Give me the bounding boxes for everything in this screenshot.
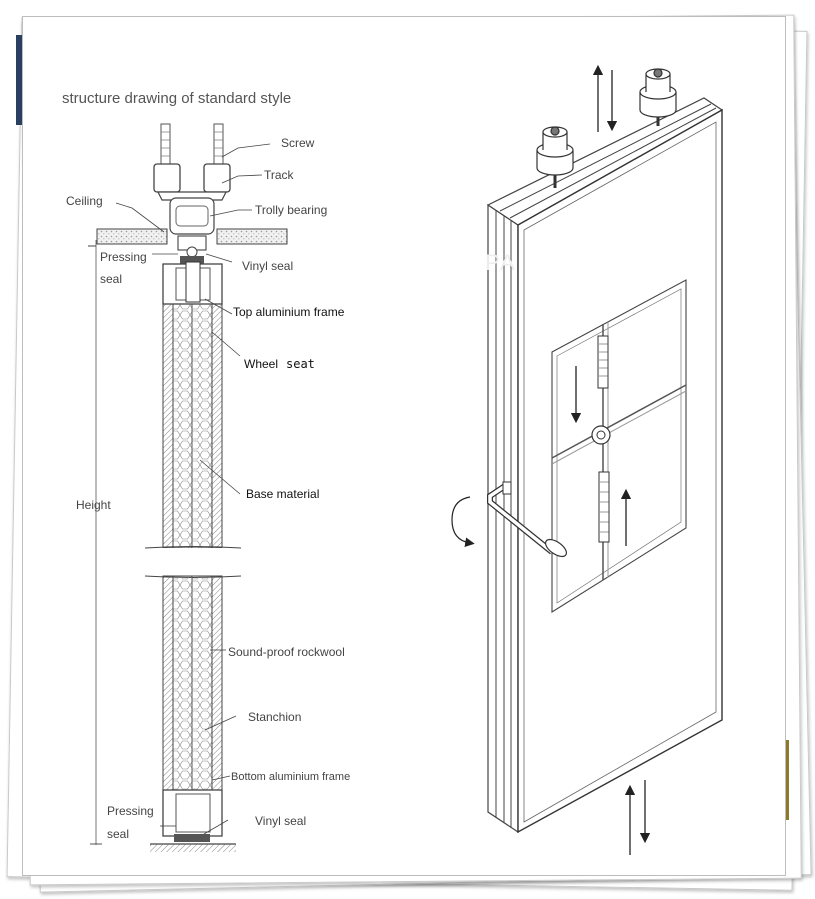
label-base-material: Base material — [246, 487, 319, 501]
arrow-up-down-icon — [592, 64, 618, 132]
label-pressing-seal-top: seal — [100, 272, 122, 286]
leader-lines — [115, 143, 271, 835]
cross-section — [88, 123, 288, 852]
arrow-up-down-icon — [624, 780, 651, 855]
label-height: Height — [76, 498, 111, 512]
label-sound-proof-rockwool: Sound-proof rockwool — [228, 645, 345, 659]
label-stanchion: Stanchion — [248, 710, 301, 724]
label-wheel-seat: Wheel — [244, 357, 278, 371]
label-vinyl-seal-bottom: Vinyl seal — [255, 814, 306, 828]
drawing-title: structure drawing of standard style — [62, 90, 291, 107]
label-vinyl-seal-top: Vinyl seal — [242, 259, 293, 273]
label-pressing-seal-top: Pressing — [100, 250, 147, 264]
label-pressing-seal-bottom: Pressing — [107, 804, 154, 818]
watermark: PA — [485, 250, 517, 275]
crank-handle — [487, 481, 568, 558]
label-trolly-bearing: Trolly bearing — [255, 203, 327, 217]
rotate-icon — [451, 496, 475, 547]
label-screw: Screw — [281, 136, 315, 150]
label-ceiling: Ceiling — [66, 194, 103, 208]
label-bottom-aluminium-frame: Bottom aluminium frame — [231, 771, 350, 783]
isometric-panel — [486, 97, 724, 834]
label-pressing-seal-bottom: seal — [107, 827, 129, 841]
label-track: Track — [264, 168, 295, 182]
label-wheel-seat: seat — [286, 357, 315, 371]
back-page-edge — [16, 35, 22, 125]
back-page-edge — [783, 740, 789, 820]
top-rollers — [536, 68, 677, 188]
label-top-aluminium-frame: Top aluminium frame — [233, 305, 345, 319]
